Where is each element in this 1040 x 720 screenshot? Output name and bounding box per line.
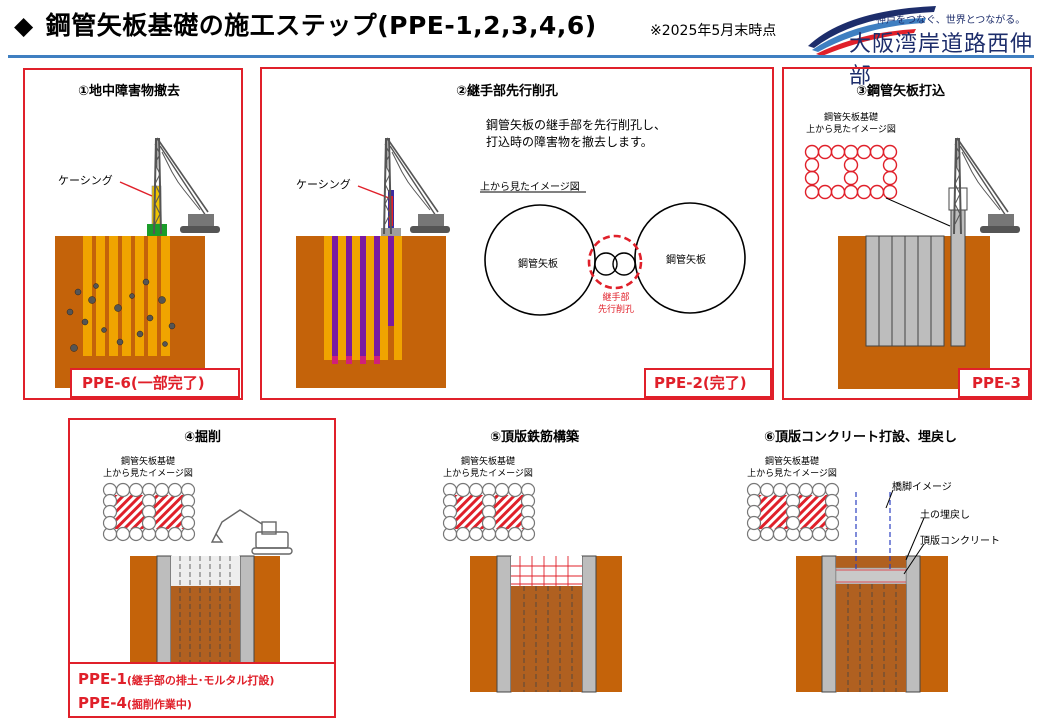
step2-pile-right-circle <box>634 202 746 314</box>
page-title: ◆ 鋼管矢板基礎の施工ステップ(PPE-1,2,3,4,6) <box>14 6 597 42</box>
step6-topview-line2: 上から見たイメージ図 <box>747 469 837 479</box>
step4-topview-icon <box>102 482 196 542</box>
step4-status-2-main: PPE-4 <box>78 694 127 712</box>
step3-topview-line1: 鋼管矢板基礎 <box>823 113 878 123</box>
step4-topview-line2: 上から見たイメージ図 <box>103 469 193 479</box>
step5-topview-line1: 鋼管矢板基礎 <box>460 457 515 467</box>
step6-slab-label: 頂版コンクリート <box>920 536 1000 547</box>
step1-title: ①地中障害物撤去 <box>78 84 181 99</box>
step1-status-badge: PPE-6(一部完了) <box>70 368 240 398</box>
step2-joint-label-2: 先行削孔 <box>597 305 634 315</box>
step3-topview-icon <box>804 144 898 200</box>
step6-topview-icon <box>746 482 840 542</box>
step2-ground <box>296 236 446 388</box>
step6-pier-label: 橋脚イメージ <box>892 482 952 493</box>
step5-title: ⑤頂版鉄筋構築 <box>490 430 580 445</box>
step2-joint-label-1: 継手部 <box>602 293 630 303</box>
step2-topview-label: 上から見たイメージ図 <box>480 182 580 193</box>
page-title-text: 鋼管矢板基礎の施工ステップ(PPE-1,2,3,4,6) <box>45 11 597 40</box>
step6-topview-line1: 鋼管矢板基礎 <box>764 457 819 467</box>
step6-pier-lines <box>855 492 891 570</box>
logo-swoosh-icon <box>808 6 936 56</box>
step2-description-line1: 鋼管矢板の継手部を先行削孔し、 <box>486 118 667 132</box>
step6-section <box>796 555 948 693</box>
step3-status-badge: PPE-3 <box>958 368 1030 398</box>
step3-leader <box>885 197 951 227</box>
step1-casing-leader <box>119 181 153 197</box>
step6-leaders <box>885 489 925 575</box>
step2-pile-left-label: 鋼管矢板 <box>518 259 558 270</box>
step1-ground <box>55 236 205 388</box>
step2-frame <box>260 67 774 400</box>
step4-title: ④掘削 <box>184 430 222 445</box>
step6-title: ⑥頂版コンクリート打設、埋戻し <box>764 430 958 445</box>
step4-status-1: PPE-1(継手部の排土･モルタル打設) <box>78 668 334 692</box>
step4-status-2-note: (掘削作業中) <box>126 698 192 711</box>
excavator-icon <box>210 509 293 555</box>
step5-section <box>470 555 622 693</box>
step1-drill-head <box>147 224 167 236</box>
step5-topview-icon <box>442 482 536 542</box>
step1-crane-icon <box>153 137 221 235</box>
step1-frame <box>23 68 243 400</box>
step2-joint-dashed-circle <box>587 234 643 290</box>
step5-topview-line2: 上から見たイメージ図 <box>443 469 533 479</box>
title-rule <box>8 55 1034 58</box>
date-note: ※2025年5月末時点 <box>650 23 777 39</box>
diamond-bullet-icon: ◆ <box>14 11 34 40</box>
step2-casing-label: ケーシング <box>296 178 351 191</box>
logo-tagline: 神戸をつなぐ、世界とつながる。 <box>876 15 1026 26</box>
step3-topview-line2: 上から見たイメージ図 <box>806 125 896 135</box>
step4-status-1-main: PPE-1 <box>78 670 127 688</box>
step2-pile-right-label: 鋼管矢板 <box>666 255 706 266</box>
step3-ground <box>838 235 990 389</box>
step4-status-1-note: (継手部の排土･モルタル打設) <box>126 674 275 687</box>
step1-casing-label: ケーシング <box>58 174 113 187</box>
logo-name: 大阪湾岸道路西伸部 <box>849 32 1034 89</box>
step4-status-2: PPE-4(掘削作業中) <box>78 692 334 716</box>
step3-frame <box>782 67 1032 400</box>
step2-title: ②継手部先行削孔 <box>456 84 559 99</box>
step2-status-badge: PPE-2(完了) <box>644 368 772 398</box>
step4-excavation <box>130 555 280 669</box>
step4-frame <box>68 418 336 718</box>
step3-title: ③鋼管矢板打込 <box>856 84 946 99</box>
step2-pile-left-circle <box>484 204 596 316</box>
step4-status-badge: PPE-1(継手部の排土･モルタル打設) PPE-4(掘削作業中) <box>70 662 334 716</box>
step2-joint-a <box>594 252 618 276</box>
step6-backfill-label: 土の埋戻し <box>920 510 970 521</box>
step2-joint-b <box>612 252 636 276</box>
step2-description-line2: 打込時の障害物を撤去します。 <box>486 135 653 149</box>
step4-topview-line1: 鋼管矢板基礎 <box>120 457 175 467</box>
